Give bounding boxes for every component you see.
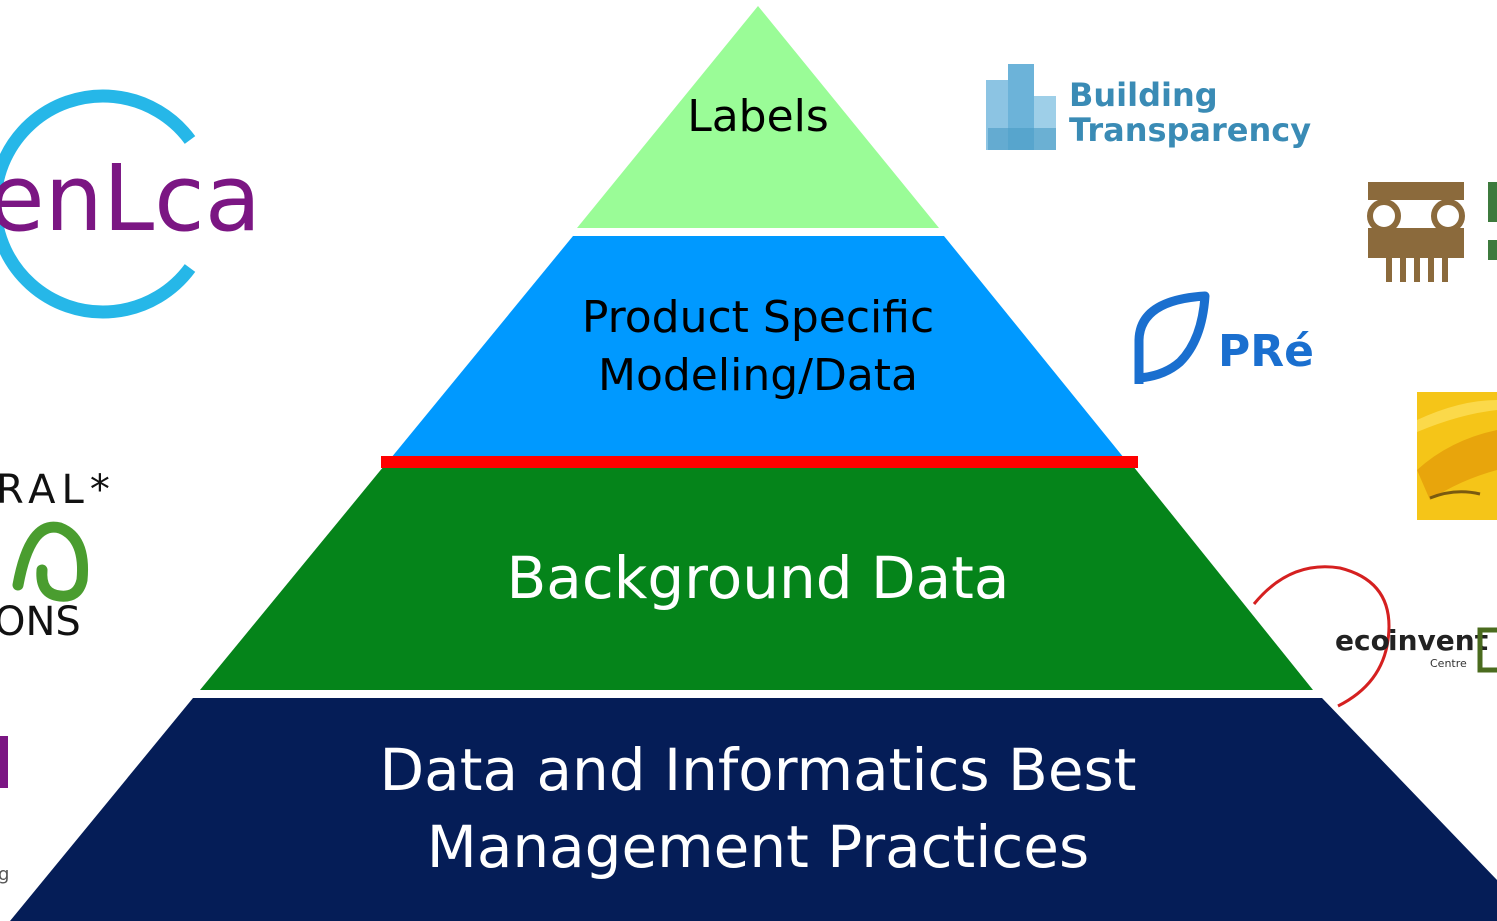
building-transparency-line2: Transparency: [1069, 111, 1311, 149]
pre-logo: PRé: [1134, 291, 1314, 384]
federal-lca-line3: ONS: [0, 599, 81, 645]
small-text-fragment: g: [0, 864, 9, 885]
ecoinvent-sub-text: Centre: [1430, 657, 1467, 670]
ecoinvent-arc-icon: [1252, 565, 1391, 708]
tier-product-specific-shape: [391, 236, 1124, 458]
tier-product-specific-line2: Modeling/Data: [598, 350, 918, 401]
federal-lca-mark-icon: [12, 521, 89, 602]
tier-labels-text: Labels: [687, 91, 829, 142]
federal-lca-commons-logo: RAL* ONS: [0, 467, 116, 645]
building-transparency-line1: Building: [1069, 76, 1218, 114]
tier-labels-shape: [577, 6, 939, 228]
openlca-logo: enLca: [0, 89, 261, 319]
federal-lca-line1: RAL*: [0, 467, 116, 513]
magenta-logo-fragment: [0, 736, 8, 788]
building-icon: [986, 64, 1056, 150]
tier-background-data-shape: [200, 466, 1313, 690]
tier-best-practices-line2: Management Practices: [427, 813, 1089, 881]
sunflower-image: [1417, 392, 1497, 520]
tier-best-practices-line1: Data and Informatics Best: [380, 736, 1137, 804]
red-divider-line: [381, 456, 1138, 468]
ecoinvent-logo: eco invent Centre: [1252, 565, 1497, 708]
openlca-ring-icon: [0, 89, 196, 319]
ecoinvent-bracket-icon: [1477, 627, 1497, 673]
tier-best-practices-shape: [10, 698, 1497, 921]
ecoinvent-text-eco: eco: [1335, 624, 1390, 657]
building-transparency-logo: Building Transparency: [986, 64, 1311, 150]
ecoinvent-text-invent: invent: [1388, 624, 1488, 657]
tier-background-data-text: Background Data: [507, 544, 1010, 612]
column-logo: [1367, 182, 1497, 282]
tier-product-specific-line1: Product Specific: [582, 292, 934, 343]
pre-leaf-icon: [1134, 291, 1210, 384]
openlca-logo-text: enLca: [0, 145, 261, 252]
pre-logo-text: PRé: [1218, 326, 1314, 377]
